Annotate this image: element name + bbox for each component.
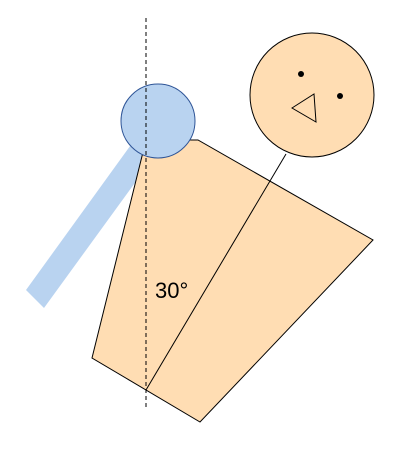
angle-label: 30° [155,278,188,303]
shoulder-joint [120,83,196,159]
body-axis-line [145,153,287,391]
arm-bar [26,124,166,308]
nose-triangle [291,93,317,123]
left-eye-dot [298,71,304,77]
right-eye-dot [337,93,343,99]
